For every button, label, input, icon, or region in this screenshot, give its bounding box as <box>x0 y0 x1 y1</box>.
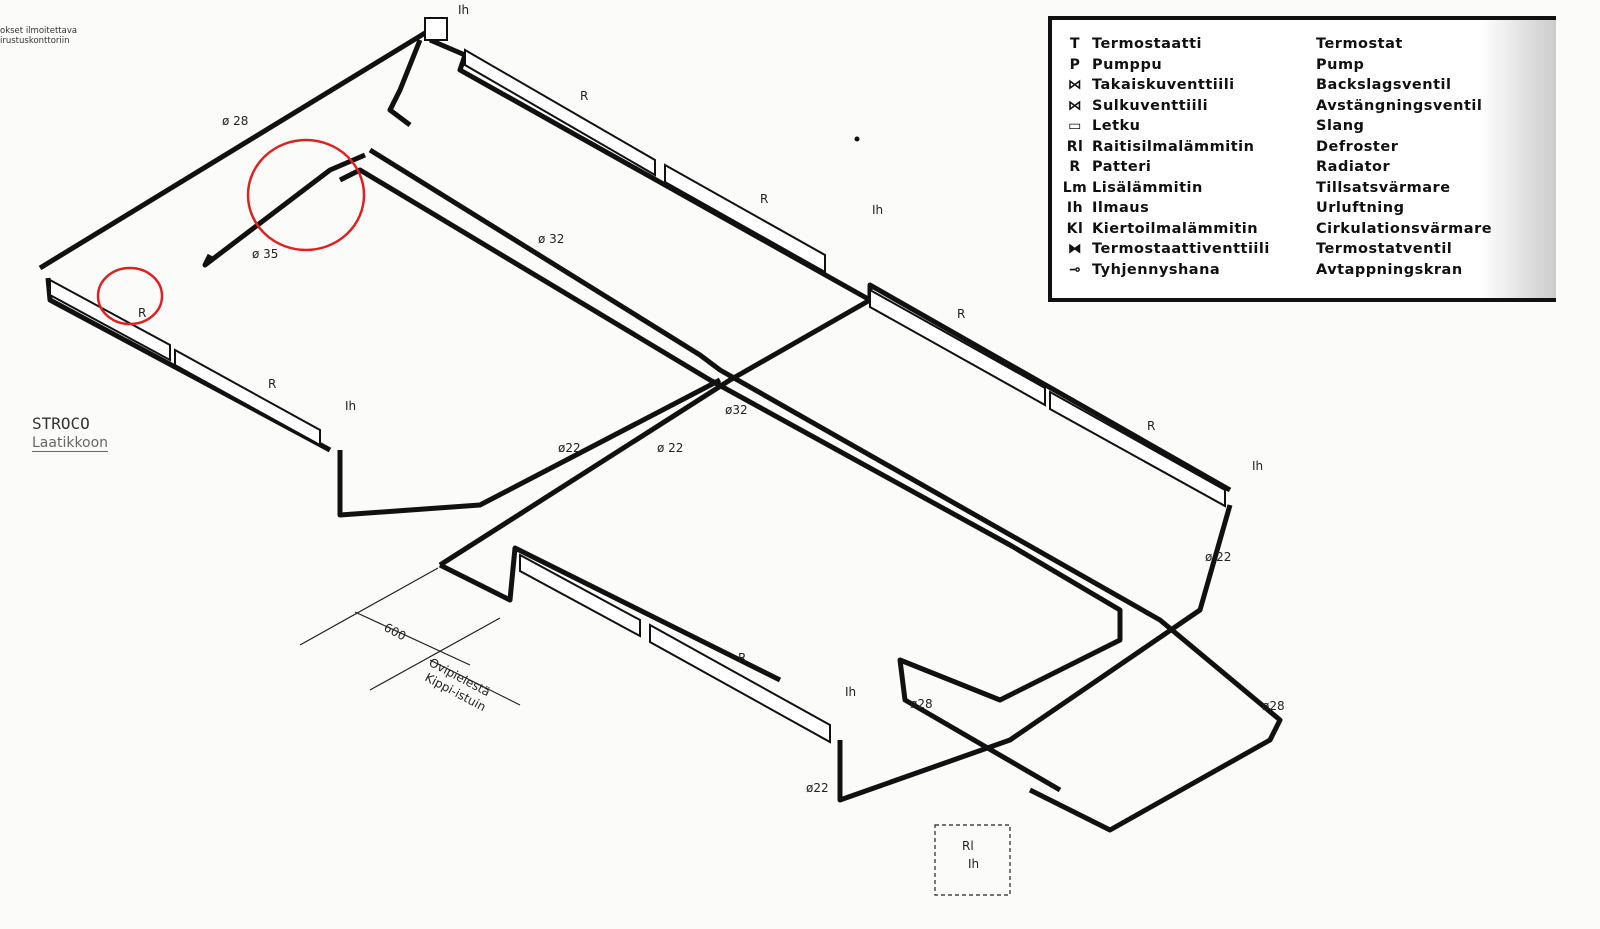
defroster-label: Rl <box>962 839 974 853</box>
diameter-label: ø32 <box>725 403 748 417</box>
legend-symbol-icon: R <box>1069 159 1081 176</box>
radiator-label: R <box>760 192 768 206</box>
legend-finnish: Termostaattiventtiili <box>1092 241 1270 258</box>
legend-symbol-icon: ▭ <box>1068 118 1082 135</box>
header-note: okset ilmoitettava irustuskonttoriin <box>0 26 77 46</box>
stroco-label: STROCO <box>32 414 90 433</box>
legend-swedish: Avstängningsventil <box>1316 97 1483 114</box>
vent-label: Ih <box>1252 459 1263 473</box>
legend-finnish: Tyhjennyshana <box>1092 261 1221 278</box>
legend-finnish: Letku <box>1092 118 1141 135</box>
legend-symbol-icon: Lm <box>1062 179 1088 196</box>
legend-swedish: Avtappningskran <box>1316 261 1463 278</box>
legend-row: ⋈ Takaiskuventtiili Backslagsventil <box>1058 75 1556 96</box>
diameter-label: ø 35 <box>252 247 278 261</box>
diameter-label: ø22 <box>558 441 581 455</box>
legend-row: Rl Raitisilmalämmitin Defroster <box>1058 137 1556 158</box>
legend-row: ⧓ Termostaattiventtiili Termostatventil <box>1058 239 1556 260</box>
diameter-label: ø22 <box>806 781 829 795</box>
vent-label: Ih <box>845 685 856 699</box>
legend-symbol-icon: Ih <box>1066 200 1084 217</box>
vent-label: Ih <box>968 857 979 871</box>
legend-swedish: Slang <box>1316 118 1365 135</box>
laatikkoon-label: Laatikkoon <box>32 435 109 452</box>
legend-swedish: Urluftning <box>1316 200 1405 217</box>
legend-row: T Termostaatti Termostat <box>1058 34 1556 55</box>
legend-row: ⊸ Tyhjennyshana Avtappningskran <box>1058 260 1556 281</box>
highlight-circles <box>96 138 366 326</box>
legend-finnish: Patteri <box>1092 159 1152 176</box>
legend-row: ⋈ Sulkuventtiili Avstängningsventil <box>1058 96 1556 117</box>
radiator-label: R <box>738 651 746 665</box>
dimension-lines <box>299 567 1011 896</box>
legend-swedish: Pump <box>1316 56 1365 73</box>
radiators <box>49 17 1226 744</box>
legend-symbol-icon: P <box>1069 56 1081 73</box>
dimension-label: 600 <box>382 620 409 643</box>
vent-label: Ih <box>872 203 883 217</box>
legend-symbol-icon: ⧓ <box>1067 241 1083 258</box>
legend-row: Ih Ilmaus Urluftning <box>1058 198 1556 219</box>
diameter-label: ø 28 <box>222 114 248 128</box>
legend-symbol-icon: ⋈ <box>1067 97 1083 114</box>
legend-symbol-icon: ⊸ <box>1068 261 1082 278</box>
vent-label: Ih <box>458 3 469 17</box>
legend-swedish: Cirkulationsvärmare <box>1316 220 1493 237</box>
diameter-label: ø 32 <box>538 232 564 246</box>
legend-swedish: Termostatventil <box>1316 241 1453 258</box>
legend-finnish: Kiertoilmalämmitin <box>1092 220 1259 237</box>
legend-finnish: Termostaatti <box>1092 36 1202 53</box>
legend-row: ▭ Letku Slang <box>1058 116 1556 137</box>
note-line: irustuskonttoriin <box>0 36 70 46</box>
note-line: okset ilmoitettava <box>0 26 78 36</box>
diameter-label: ø28 <box>1262 699 1285 713</box>
legend-finnish: Lisälämmitin <box>1092 179 1203 196</box>
legend-symbol-icon: Kl <box>1066 220 1084 237</box>
legend-row: Kl Kiertoilmalämmitin Cirkulationsvärmare <box>1058 219 1556 240</box>
legend-finnish: Takaiskuventtiili <box>1092 77 1235 94</box>
diameter-label: ø 22 <box>1205 550 1231 564</box>
legend-finnish: Ilmaus <box>1092 200 1150 217</box>
legend-row: R Patteri Radiator <box>1058 157 1556 178</box>
legend-swedish: Backslagsventil <box>1316 77 1452 94</box>
radiator-label: R <box>268 377 276 391</box>
radiator-label: R <box>1147 419 1155 433</box>
legend-finnish: Pumppu <box>1092 56 1163 73</box>
radiator-label: R <box>580 89 588 103</box>
legend-swedish: Radiator <box>1316 159 1391 176</box>
legend-finnish: Raitisilmalämmitin <box>1092 138 1255 155</box>
diameter-label: ø 22 <box>657 441 683 455</box>
legend-swedish: Termostat <box>1316 36 1403 53</box>
legend-swedish: Tillsatsvärmare <box>1316 179 1451 196</box>
radiator-label: R <box>957 307 965 321</box>
legend-symbol-icon: ⋈ <box>1067 77 1083 94</box>
legend-finnish: Sulkuventtiili <box>1092 97 1209 114</box>
diameter-label: ø28 <box>910 697 933 711</box>
vent-label: Ih <box>345 399 356 413</box>
radiator-label: R <box>138 306 146 320</box>
legend-swedish: Defroster <box>1316 138 1399 155</box>
legend-symbol-icon: T <box>1069 36 1081 53</box>
legend-row: P Pumppu Pump <box>1058 55 1556 76</box>
legend-symbol-icon: Rl <box>1066 138 1084 155</box>
